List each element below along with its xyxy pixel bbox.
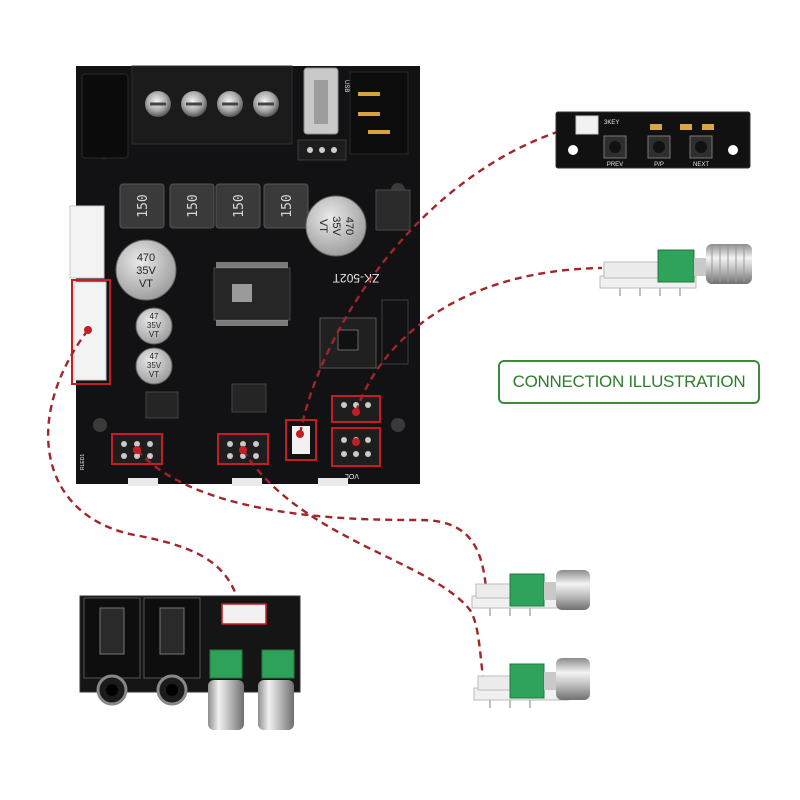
opamp-ic [145, 391, 179, 419]
inductor [263, 183, 309, 229]
svg-text:47: 47 [150, 352, 159, 361]
key-board-connector [575, 115, 599, 135]
line-to-tone-board [46, 329, 240, 601]
pot-body-green [509, 573, 545, 607]
edge-tab [128, 478, 158, 486]
jack-pin [358, 112, 380, 116]
usb-port-tongue [314, 80, 328, 124]
mount-hole [391, 418, 405, 432]
knob-icon [706, 244, 752, 284]
key-button-prev: PREV [603, 135, 627, 168]
line-to-key-board [298, 124, 577, 435]
key-button-play-pause: P/P [647, 135, 671, 168]
capacitor-47uf-top: 47 35V VT [135, 307, 173, 345]
svg-text:VT: VT [149, 370, 159, 379]
svg-text:VT: VT [139, 278, 153, 290]
line-to-volume-pot [354, 266, 603, 413]
svg-text:NEXT: NEXT [693, 162, 709, 168]
inductor [215, 183, 261, 229]
key-board-header-label: 3KEY [604, 120, 619, 126]
highlight-box-tone-connector [71, 279, 111, 385]
svg-text:35V: 35V [330, 216, 342, 236]
svg-text:P/P: P/P [654, 162, 664, 168]
amplifier-ic [213, 262, 291, 326]
inductor-marking: 150 [232, 194, 247, 217]
svg-text:VT: VT [317, 219, 329, 233]
inductor-marking: 150 [280, 194, 295, 217]
inductors: 150 150 150 150 [119, 183, 309, 229]
pot-body-green [657, 249, 695, 283]
volume-potentiometer [599, 244, 752, 296]
pot-body-green [261, 649, 295, 679]
knob-icon [556, 658, 590, 700]
silk-usb: USB [343, 80, 349, 92]
line-to-treble-pot [241, 449, 486, 685]
connection-lines [46, 124, 603, 685]
silk-rled: RLED1 [80, 454, 86, 470]
header-vol-pot [331, 395, 381, 467]
mount-hole [568, 145, 578, 155]
resistor [702, 124, 714, 130]
bass-potentiometer [471, 570, 590, 616]
jack-pin [368, 130, 390, 134]
jack-pin [358, 92, 380, 96]
svg-text:PREV: PREV [607, 162, 623, 168]
capacitor-470uf-right: 470 35V VT [305, 195, 367, 257]
edge-tab [318, 478, 348, 486]
board-model-label: ZK-502T [332, 271, 379, 285]
connector-white-top [69, 205, 105, 279]
knob-icon [208, 680, 244, 730]
capacitor-47uf-bottom: 47 35V VT [135, 347, 173, 385]
mount-hole [93, 418, 107, 432]
key-board: 3KEY PREV P/P NEXT [555, 111, 751, 169]
pot-body-green [509, 663, 545, 699]
svg-text:470: 470 [343, 217, 355, 235]
line-to-bass-pot [136, 449, 488, 589]
main-board: USB 150 150 150 150 470 35V VT [69, 65, 420, 486]
connection-endpoints [84, 326, 360, 454]
inductor-marking: 150 [186, 194, 201, 217]
treble-potentiometer [473, 658, 590, 708]
mount-hole [728, 145, 738, 155]
edge-tab [232, 478, 262, 486]
dc-power-jack [81, 73, 129, 159]
svg-text:VT: VT [149, 330, 159, 339]
resistor [680, 124, 692, 130]
tone-board-connector [221, 603, 267, 625]
svg-text:35V: 35V [147, 361, 162, 370]
bluetooth-chip [337, 329, 359, 351]
antenna-trace [381, 299, 409, 365]
header-treble-pot [217, 433, 269, 465]
inductor [169, 183, 215, 229]
resistor [650, 124, 662, 130]
svg-text:470: 470 [137, 252, 155, 264]
knob-icon [556, 570, 590, 610]
tone-jack-board [79, 595, 301, 730]
opamp-ic [231, 383, 267, 413]
knob-icon [258, 680, 294, 730]
silk-vol: VOL [345, 472, 359, 479]
inductor [119, 183, 165, 229]
key-button-next: NEXT [689, 135, 713, 168]
svg-text:35V: 35V [136, 265, 156, 277]
voltage-regulator [375, 189, 411, 231]
connection-illustration-label: CONNECTION ILLUSTRATION [498, 360, 760, 404]
header-bass-pot [111, 433, 163, 465]
pot-body-green [209, 649, 243, 679]
svg-text:47: 47 [150, 312, 159, 321]
screw-terminal-block [131, 65, 293, 145]
inductor-marking: 150 [136, 194, 151, 217]
svg-text:35V: 35V [147, 321, 162, 330]
capacitor-470uf-left: 470 35V VT [115, 239, 177, 301]
